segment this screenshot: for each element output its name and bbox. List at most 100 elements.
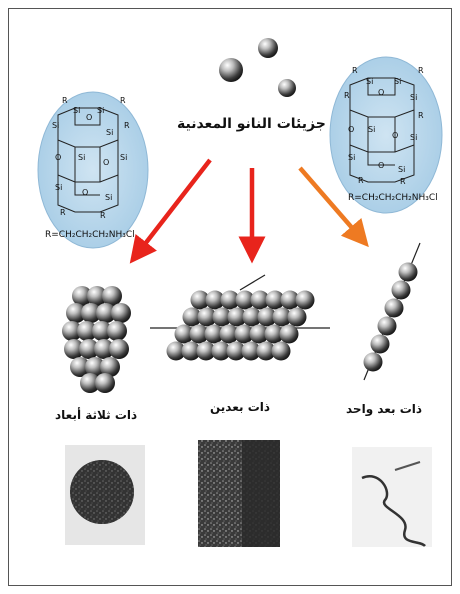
- sphere: [96, 303, 116, 323]
- label-two-dimensional: ذات بعدين: [210, 400, 271, 414]
- atom-label: O: [55, 153, 61, 162]
- sphere: [391, 280, 411, 300]
- sphere: [94, 339, 114, 359]
- title-label: جزيئات النانو المعدنية: [177, 116, 326, 132]
- atom-label: R: [418, 66, 424, 75]
- sphere: [220, 290, 240, 310]
- sphere: [62, 321, 82, 341]
- sphere-top-right: [278, 79, 296, 97]
- atom-label: R: [352, 66, 358, 75]
- sphere: [219, 324, 239, 344]
- atom-label: Si: [348, 153, 355, 162]
- atom-label: R: [124, 121, 130, 130]
- sphere: [100, 357, 120, 377]
- sphere: [174, 324, 194, 344]
- sphere: [196, 341, 216, 361]
- sphere: [182, 307, 202, 327]
- sphere: [363, 352, 383, 372]
- atom-label: Si: [105, 193, 112, 202]
- nanoparticle-spheres: [219, 38, 296, 97]
- label-three-dimensional: ذات ثلاثة أبعاد: [55, 408, 138, 422]
- sphere: [211, 341, 231, 361]
- atom-label: Si: [55, 183, 62, 192]
- atom-label: Si: [410, 93, 417, 102]
- atom-label: O: [392, 131, 398, 140]
- atom-label: Si: [366, 77, 373, 86]
- sphere: [377, 316, 397, 336]
- sphere-top-middle: [258, 38, 278, 58]
- sphere: [384, 298, 404, 318]
- sphere: [70, 357, 90, 377]
- label-one-dimensional: ذات بعد واحد: [346, 402, 423, 416]
- atom-label: Si: [398, 165, 405, 174]
- sphere: [205, 290, 225, 310]
- atom-label: R: [344, 91, 350, 100]
- sphere: [85, 357, 105, 377]
- sphere: [66, 303, 86, 323]
- sphere: [271, 341, 291, 361]
- atom-label: Si: [410, 133, 417, 142]
- arrow-to-1d: [298, 166, 369, 248]
- sheet-2d: [166, 290, 315, 361]
- atom-label: Si: [368, 125, 375, 134]
- sphere: [235, 290, 255, 310]
- atom-label: Si: [106, 128, 113, 137]
- atom-label: Si: [120, 153, 127, 162]
- atom-label: R: [60, 208, 66, 217]
- arrows: [129, 158, 369, 264]
- atom-label: O: [86, 113, 92, 122]
- sphere: [111, 303, 131, 323]
- atom-label: R: [400, 177, 406, 186]
- sphere: [102, 286, 122, 306]
- sphere: [241, 341, 261, 361]
- atom-label: R: [100, 211, 106, 220]
- atom-label: O: [378, 161, 384, 170]
- sphere: [181, 341, 201, 361]
- cluster-3d: [62, 286, 131, 393]
- sphere: [287, 307, 307, 327]
- sphere: [370, 334, 390, 354]
- sphere: [295, 290, 315, 310]
- atom-label: Si: [394, 77, 401, 86]
- sphere: [166, 341, 186, 361]
- sphere: [95, 373, 115, 393]
- micrograph-2d: [198, 440, 280, 547]
- atom-label: O: [103, 158, 109, 167]
- sphere: [77, 321, 97, 341]
- sphere: [79, 339, 99, 359]
- plane-diagonal: [239, 274, 266, 291]
- sphere: [242, 307, 262, 327]
- chain-1d: [363, 242, 421, 381]
- atom-label: Si: [78, 153, 85, 162]
- atom-label: Si: [97, 106, 104, 115]
- arrow-to-3d: [129, 158, 212, 264]
- sphere: [256, 341, 276, 361]
- left-formula: R=CH₂CH₂CH₂NH₃Cl: [45, 230, 135, 240]
- atom-label: O: [82, 188, 88, 197]
- sphere: [234, 324, 254, 344]
- sphere: [92, 321, 112, 341]
- sphere: [279, 324, 299, 344]
- atom-label: Si: [73, 106, 80, 115]
- micrograph-1d: [352, 447, 432, 547]
- sphere: [280, 290, 300, 310]
- sphere: [226, 341, 246, 361]
- sphere: [190, 290, 210, 310]
- sphere: [272, 307, 292, 327]
- atom-label: R: [120, 96, 126, 105]
- sphere: [265, 290, 285, 310]
- micrograph-3d: [65, 445, 145, 545]
- sphere: [107, 321, 127, 341]
- atom-label: R: [62, 96, 68, 105]
- sphere: [212, 307, 232, 327]
- sphere: [257, 307, 277, 327]
- sphere: [398, 262, 418, 282]
- sphere: [64, 339, 84, 359]
- atom-label: O: [378, 88, 384, 97]
- atom-label: Si: [52, 121, 59, 130]
- sphere-top-left: [219, 58, 243, 82]
- sphere: [80, 373, 100, 393]
